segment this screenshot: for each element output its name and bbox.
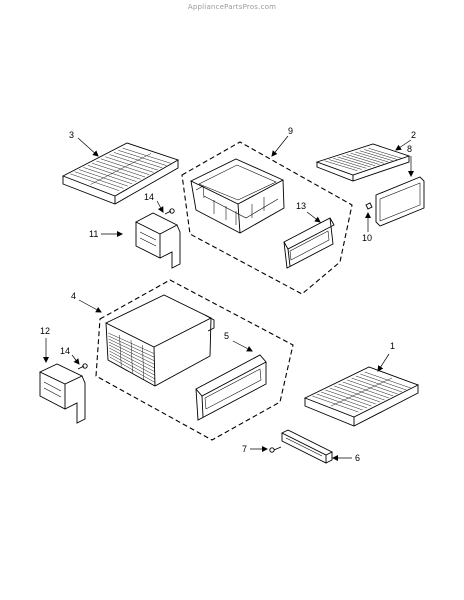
callout-10: 10 [362, 212, 372, 243]
svg-text:11: 11 [89, 229, 98, 239]
bracket-part-12[interactable] [38, 363, 86, 424]
shelf-trim-part-8[interactable] [375, 176, 425, 227]
callout-3: 3 [69, 130, 99, 157]
callout-9: 9 [271, 126, 293, 157]
svg-text:13: 13 [296, 201, 306, 211]
svg-text:7: 7 [242, 444, 247, 454]
wire-basket-part-4[interactable] [104, 294, 215, 387]
svg-text:2: 2 [411, 130, 416, 140]
svg-text:14: 14 [60, 346, 70, 356]
upper-drawer-part-9[interactable] [189, 158, 285, 234]
callout-7: 7 [242, 444, 268, 454]
callout-8: 8 [407, 144, 414, 177]
svg-text:9: 9 [288, 126, 293, 136]
shelf-part-3[interactable] [61, 142, 180, 205]
callout-12: 12 [40, 326, 50, 363]
callout-2: 2 [395, 130, 416, 151]
clip-part-10[interactable] [365, 202, 373, 210]
callout-6: 6 [332, 453, 360, 463]
drawer-front-part-13[interactable] [283, 217, 335, 269]
callout-5: 5 [224, 331, 253, 352]
bracket-part-11[interactable] [135, 212, 181, 269]
svg-text:3: 3 [69, 130, 74, 140]
svg-text:5: 5 [224, 331, 229, 341]
rail-part-6[interactable] [280, 429, 334, 464]
svg-text:10: 10 [362, 233, 372, 243]
dashed-group-4 [95, 279, 294, 441]
shelf-part-1[interactable] [303, 366, 420, 427]
screw-part-7[interactable] [269, 446, 282, 453]
screw-part-14-lower[interactable] [77, 363, 88, 370]
callout-14-lower: 14 [60, 346, 80, 365]
svg-text:6: 6 [355, 453, 360, 463]
callout-1: 1 [377, 341, 395, 372]
svg-text:1: 1 [390, 341, 395, 351]
dashed-group-9 [181, 141, 353, 295]
callout-13: 13 [296, 201, 321, 223]
screw-part-14-upper[interactable] [164, 208, 175, 215]
callout-4: 4 [71, 291, 102, 313]
drawer-front-part-5[interactable] [195, 354, 267, 421]
svg-text:8: 8 [407, 144, 412, 154]
svg-text:4: 4 [71, 291, 76, 301]
shelf-part-2[interactable] [315, 143, 411, 182]
watermark: AppliancePartsPros.com [187, 3, 277, 11]
svg-text:12: 12 [40, 326, 50, 336]
svg-text:14: 14 [144, 192, 154, 202]
callout-11: 11 [89, 229, 123, 239]
callout-14-upper: 14 [144, 192, 164, 213]
